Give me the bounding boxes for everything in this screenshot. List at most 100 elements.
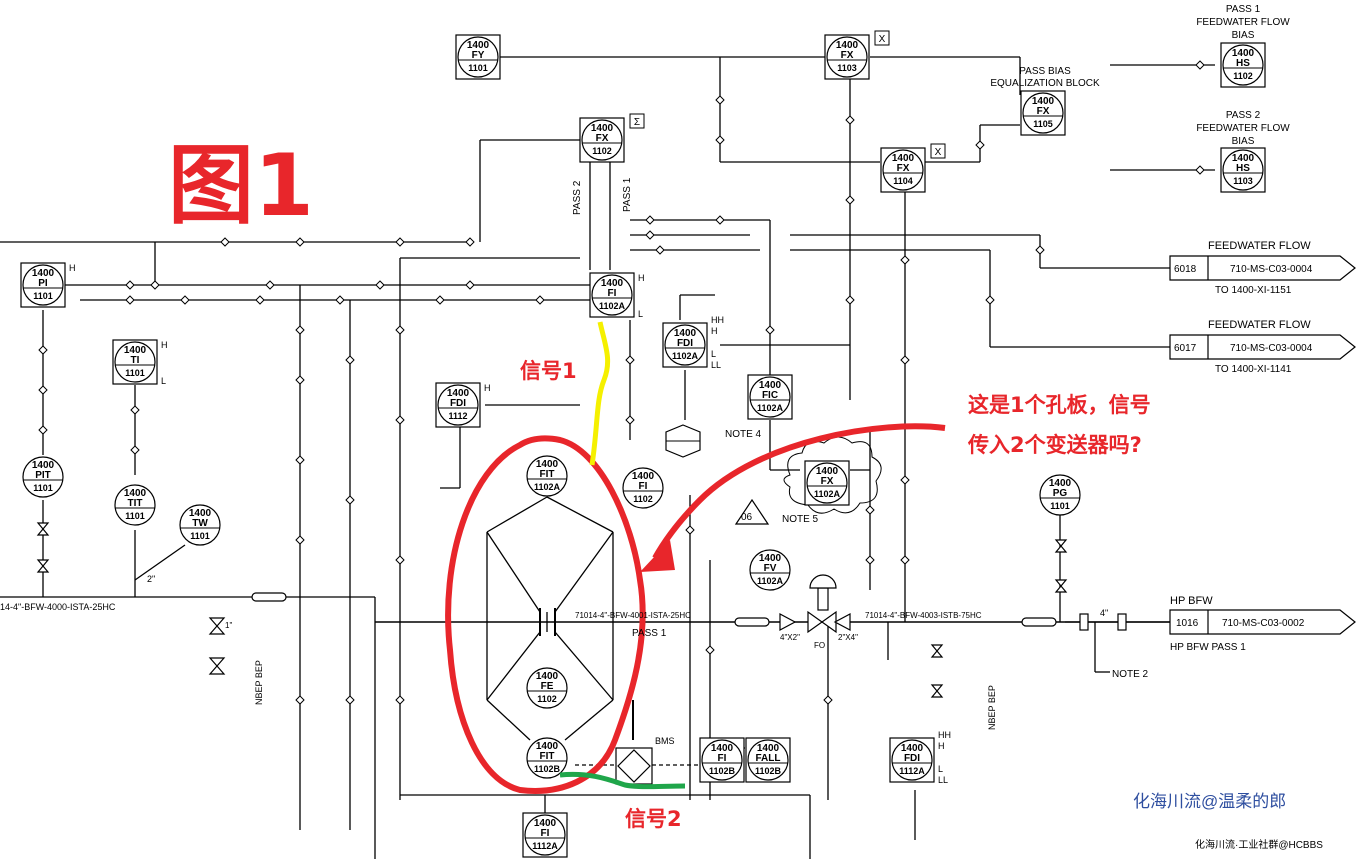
instrument-number: 1102A <box>814 489 841 499</box>
pass2-bias-l1: PASS 2 <box>1226 110 1261 121</box>
signal-marker <box>865 555 875 565</box>
spool-piece <box>1079 613 1089 631</box>
valve-fh53 <box>1054 539 1068 553</box>
instrument-area: 1400 <box>124 345 147 356</box>
instrument-number: 1102 <box>633 494 653 504</box>
pass1-bias-l3: BIAS <box>1232 30 1255 41</box>
instrument-number: 1101 <box>1050 501 1070 511</box>
pass1-bias-l1: PASS 1 <box>1226 4 1261 15</box>
instrument-tag: FE <box>541 681 554 692</box>
signal-marker <box>255 295 265 305</box>
signal-marker <box>465 280 475 290</box>
signal-marker <box>765 325 775 335</box>
footer-credit: 化海川流·工业社群@HCBBS <box>1195 838 1323 851</box>
bias-block-l1: PASS BIAS <box>1019 66 1071 77</box>
signal-marker <box>345 355 355 365</box>
signal-marker <box>845 195 855 205</box>
instrument-area: 1400 <box>534 818 557 829</box>
signal-marker <box>535 295 545 305</box>
signal-marker <box>265 280 275 290</box>
signal-marker <box>130 445 140 455</box>
alarm-level-label: L <box>711 349 716 359</box>
instrument-number: 1103 <box>1233 176 1253 186</box>
valve-fh50 <box>930 684 944 698</box>
line-number-right: 71014-4"-BFW-4003-ISTB-75HC <box>865 611 982 620</box>
figure-title: 图1 <box>168 136 314 236</box>
note4: NOTE 4 <box>725 429 762 440</box>
instrument-tag: FX <box>897 163 910 174</box>
function-flag: Σ <box>634 117 640 128</box>
instrument-area: 1400 <box>32 268 55 279</box>
instrument-tag: TI <box>131 355 140 366</box>
signal-marker <box>1035 245 1045 255</box>
instrument-tag: FX <box>1037 106 1050 117</box>
instrument-tag: FI <box>608 288 617 299</box>
note5: NOTE 5 <box>782 514 819 525</box>
signal-marker <box>900 255 910 265</box>
signal-marker <box>345 495 355 505</box>
signal-marker <box>38 425 48 435</box>
instrument-number: 1102 <box>1233 71 1253 81</box>
signal-marker <box>845 295 855 305</box>
instrument-tag: FIT <box>540 469 555 480</box>
alarm-level-label: LL <box>711 360 721 370</box>
instrument-number: 1102A <box>534 482 561 492</box>
reducer-b <box>833 613 851 631</box>
signal-marker <box>295 695 305 705</box>
valve-fh23 <box>208 617 226 635</box>
instrument-area: 1400 <box>536 459 559 470</box>
instrument-tag: FDI <box>450 398 466 409</box>
size-4-label: 4" <box>1100 608 1108 618</box>
instrument-tag: FX <box>596 133 609 144</box>
alarm-low-label: L <box>638 309 643 319</box>
pass1-bias-l2: FEEDWATER FLOW <box>1196 17 1290 28</box>
signal-marker <box>220 237 230 247</box>
instrument-number: 1101 <box>33 483 53 493</box>
triangle-note: 06 <box>741 512 753 523</box>
instrument-number: 1101 <box>33 291 53 301</box>
bms-label: BMS <box>655 736 675 746</box>
instrument-number: 1105 <box>1033 119 1053 129</box>
signal-marker <box>335 295 345 305</box>
instrument-tag: FI <box>718 753 727 764</box>
signal-marker <box>715 215 725 225</box>
signal-marker <box>130 405 140 415</box>
signal-marker <box>125 295 135 305</box>
instrument-area: 1400 <box>32 460 55 471</box>
instrument-number: 1101 <box>125 368 145 378</box>
signal-marker <box>655 245 665 255</box>
instrument-tag: TIT <box>128 498 143 509</box>
instrument-number: 1101 <box>190 531 210 541</box>
alarm-label: H <box>69 263 76 273</box>
instrument-number: 1104 <box>893 176 913 186</box>
instrument-number: 1102A <box>757 576 784 586</box>
instrument-tag: FIT <box>540 751 555 762</box>
instrument-area: 1400 <box>759 380 782 391</box>
instrument-area: 1400 <box>189 508 212 519</box>
instrument-tag: HS <box>1236 58 1250 69</box>
instrument-tag: HS <box>1236 163 1250 174</box>
green-signal2-line <box>559 771 686 790</box>
instrument-number: 1102A <box>757 403 784 413</box>
instrument-number: 1102A <box>599 301 626 311</box>
line-number-left: 14-4"-BFW-4000-ISTA-25HC <box>0 602 116 612</box>
hpbfw-sub: HP BFW PASS 1 <box>1170 642 1246 653</box>
instrument-tag: FALL <box>756 753 781 764</box>
pipe-strainer-mid <box>734 617 770 627</box>
instrument-number: 1101 <box>468 63 488 73</box>
instrument-area: 1400 <box>892 153 915 164</box>
